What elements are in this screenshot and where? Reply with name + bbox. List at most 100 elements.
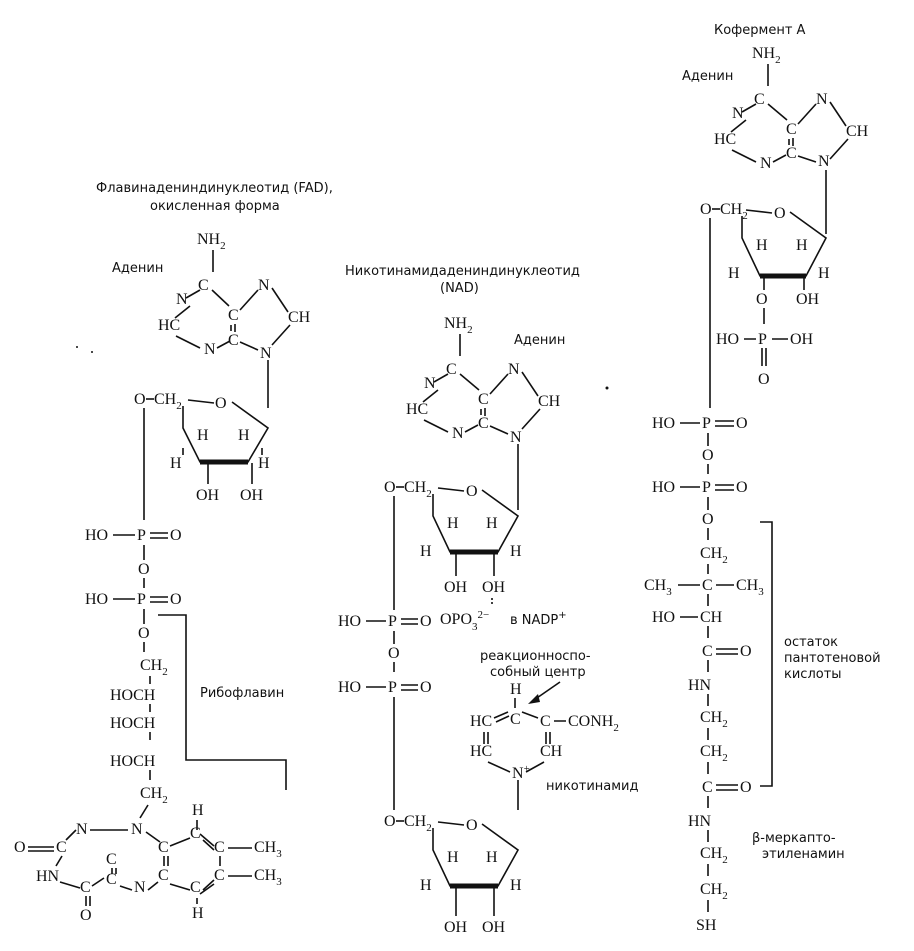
nad-ad-n9: N xyxy=(510,429,522,446)
coa-oh: OH xyxy=(796,291,820,308)
coa-nh2b: HN xyxy=(688,813,712,830)
mercapto-label-2: этиленамин xyxy=(762,847,845,862)
fad-oh2: OH xyxy=(240,487,264,504)
fad-p2-o: O xyxy=(170,591,182,608)
fad-oh1: OH xyxy=(196,487,220,504)
pantothenic-label-2: пантотеновой xyxy=(784,651,881,666)
coa-ad-n7: N xyxy=(816,91,828,108)
fad-fl-c9a: C xyxy=(158,839,169,856)
nad-ad-c2: HC xyxy=(406,401,428,418)
fad-fl-n10: N xyxy=(131,821,143,838)
coa-p2: P xyxy=(702,479,711,496)
fad-fl-c5a: C xyxy=(158,867,169,884)
nic-c6: HC xyxy=(470,743,492,760)
fad-fl-c6: C xyxy=(190,879,201,896)
coa-adenine-label: Аденин xyxy=(682,69,733,84)
nad-ring-ob: O xyxy=(466,817,478,834)
nad-ad-c5: C xyxy=(478,391,489,408)
coa-ho-pant: HO xyxy=(652,609,675,626)
reactive-label-2: собный центр xyxy=(490,665,586,680)
coa-structure: Кофермент A Аденин NH2 C N HC N C C N CH… xyxy=(644,23,881,934)
nad-ad-c6: C xyxy=(446,361,457,378)
nad-oh4: OH xyxy=(482,919,506,936)
nad-structure: Никотинамидадениндинуклеотид (NAD) Адени… xyxy=(338,264,639,936)
coa-ch3a: CH3 xyxy=(644,577,672,598)
coa-ring-o: O xyxy=(774,205,786,222)
fad-fl-h9: H xyxy=(192,802,204,819)
coa-obr: O xyxy=(702,447,714,464)
fad-nh2: NH2 xyxy=(197,231,226,252)
fad-fl-o2: O xyxy=(14,839,26,856)
coa-ch2r: CH2 xyxy=(720,201,748,222)
fad-ad-c2: HC xyxy=(158,317,180,334)
coa-h4: H xyxy=(728,265,740,282)
nad-ch2a: CH2 xyxy=(404,479,432,500)
coa-o3p: O xyxy=(758,371,770,388)
fad-ho2: HO xyxy=(85,591,108,608)
nad-ad-n7: N xyxy=(508,361,520,378)
fad-p2: P xyxy=(137,591,146,608)
nad-ch2b: CH2 xyxy=(404,813,432,834)
coa-o5: O xyxy=(700,201,712,218)
fad-title-line1: Флавинадениндинуклеотид (FAD), xyxy=(96,181,333,196)
coa-ch2d: CH2 xyxy=(700,845,728,866)
nad-ad-c8: CH xyxy=(538,393,561,410)
coa-oh3p: OH xyxy=(790,331,814,348)
nad-ho1: HO xyxy=(338,613,361,630)
fad-h1: H xyxy=(258,455,270,472)
fad-fl-c2: C xyxy=(56,839,67,856)
nad-nh2: NH2 xyxy=(444,315,473,336)
fad-o-rib: O xyxy=(138,625,150,642)
fad-hoch1: HOCH xyxy=(110,687,156,704)
fad-fl-n3: HN xyxy=(36,868,60,885)
nad-p2: P xyxy=(388,679,397,696)
nic-c5: HC xyxy=(470,713,492,730)
coa-h2: H xyxy=(756,237,768,254)
coa-choh: CH xyxy=(700,609,723,626)
coa-ch2e: CH2 xyxy=(700,881,728,902)
reactive-label-1: реакционноспо- xyxy=(480,649,591,664)
fad-h3: H xyxy=(238,427,250,444)
coa-ad-n9: N xyxy=(818,153,830,170)
fad-fl-c4a: C xyxy=(106,851,117,868)
nic-h4: H xyxy=(510,681,522,698)
nadp-note: в NADP+ xyxy=(510,610,567,628)
fad-ad-c5: C xyxy=(228,307,239,324)
nad-adenine-label: Аденин xyxy=(514,333,565,348)
nad-h2a: H xyxy=(447,515,459,532)
coa-nh1: HN xyxy=(688,677,712,694)
coa-sh: SH xyxy=(696,917,717,934)
fad-fl-ch3a: CH3 xyxy=(254,839,282,860)
fad-structure: Флавинадениндинуклеотид (FAD), окисленна… xyxy=(14,181,333,924)
coa-co1: C xyxy=(702,643,713,660)
coa-ad-n1: N xyxy=(732,105,744,122)
fad-ring-o: O xyxy=(215,395,227,412)
nad-ring-oa: O xyxy=(466,483,478,500)
fad-rib-ch2a: CH2 xyxy=(140,657,168,678)
nad-o5a: O xyxy=(384,479,396,496)
coa-ad-c8: CH xyxy=(846,123,869,140)
fad-ad-c4: C xyxy=(228,332,239,349)
coa-o-pant: O xyxy=(702,511,714,528)
fad-ho1: HO xyxy=(85,527,108,544)
fad-obr: O xyxy=(138,561,150,578)
nad-h4b: H xyxy=(420,877,432,894)
fad-fl-c9: C xyxy=(190,825,201,842)
coa-ad-c2: HC xyxy=(714,131,736,148)
fad-fl-ch3b: CH3 xyxy=(254,867,282,888)
coa-ch2c: CH2 xyxy=(700,743,728,764)
nad-h3b: H xyxy=(486,849,498,866)
fad-p1-o: O xyxy=(170,527,182,544)
nad-o5b: O xyxy=(384,813,396,830)
fad-o5: O xyxy=(134,391,146,408)
coa-co1-o: O xyxy=(740,643,752,660)
coa-o3: O xyxy=(756,291,768,308)
fad-ch2: CH2 xyxy=(154,391,182,412)
fad-ad-n7: N xyxy=(258,277,270,294)
coa-ch2b: CH2 xyxy=(700,709,728,730)
coa-ad-c5: C xyxy=(786,121,797,138)
fad-ad-n1: N xyxy=(176,291,188,308)
nad-p2-o: O xyxy=(420,679,432,696)
nic-c2: CH xyxy=(540,743,563,760)
coa-ho3p: HO xyxy=(716,331,739,348)
